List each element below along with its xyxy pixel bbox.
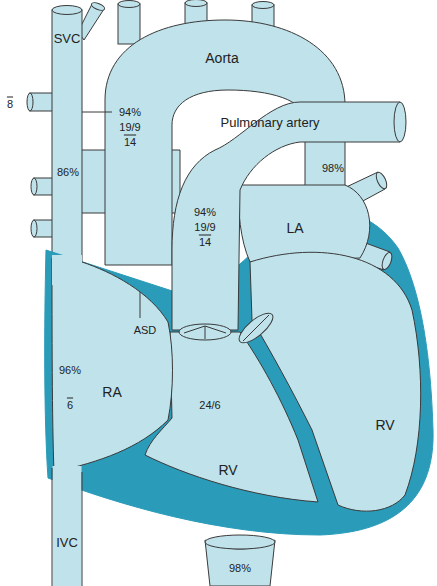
valve-leaflet	[243, 315, 269, 341]
right-atrium	[52, 258, 173, 472]
vessel-end	[27, 93, 33, 111]
vessel-end	[52, 6, 82, 15]
vessel-end	[31, 220, 37, 237]
pressure-value: 19/9	[119, 122, 140, 133]
defect-label: ASD	[134, 325, 157, 336]
saturation-value: 86%	[57, 167, 79, 178]
superior-vena-cava	[52, 10, 82, 268]
svc-junction	[52, 255, 82, 285]
saturation-value: 96%	[59, 365, 81, 376]
vessel-end	[252, 2, 274, 9]
chamber-label: RV	[218, 463, 237, 477]
saturation-value: 98%	[229, 563, 251, 574]
vessel-wall	[52, 468, 82, 586]
vessel-label: Aorta	[205, 51, 238, 65]
vessel-end	[90, 1, 105, 12]
mean-pressure: 14	[124, 137, 136, 148]
vessel-end	[374, 171, 389, 191]
mean-pressure: 14	[199, 237, 211, 248]
vessel-label: Pulmonary artery	[221, 116, 320, 129]
mean-pressure: 8	[7, 99, 13, 110]
pulmonary-valve	[179, 324, 231, 340]
vessel-end	[380, 251, 394, 271]
vessel-end	[31, 178, 37, 195]
leader-line	[82, 112, 112, 113]
valve-leaflet	[184, 326, 226, 339]
chamber-label: LA	[286, 221, 303, 235]
pressure-value: 19/9	[194, 222, 215, 233]
chamber-label: RA	[102, 385, 121, 399]
saturation-value: 94%	[119, 107, 141, 118]
vessel-end	[205, 535, 275, 549]
chamber-label: RV	[375, 418, 394, 432]
leader-line	[140, 292, 141, 318]
vessel-label: IVC	[56, 536, 78, 549]
saturation-value: 98%	[322, 163, 344, 174]
left-atrium	[238, 185, 370, 262]
vessel-label: SVC	[54, 32, 81, 45]
inferior-vena-cava	[53, 466, 82, 586]
aortic-valve	[235, 308, 277, 347]
arch-branch	[118, 4, 140, 44]
pressure-value: 24/6	[199, 400, 220, 411]
mean-pressure: 6	[67, 400, 73, 411]
vessel-end	[185, 0, 207, 7]
vessel-end	[394, 102, 406, 142]
saturation-value: 94%	[194, 207, 216, 218]
vessel-end	[118, 1, 140, 8]
